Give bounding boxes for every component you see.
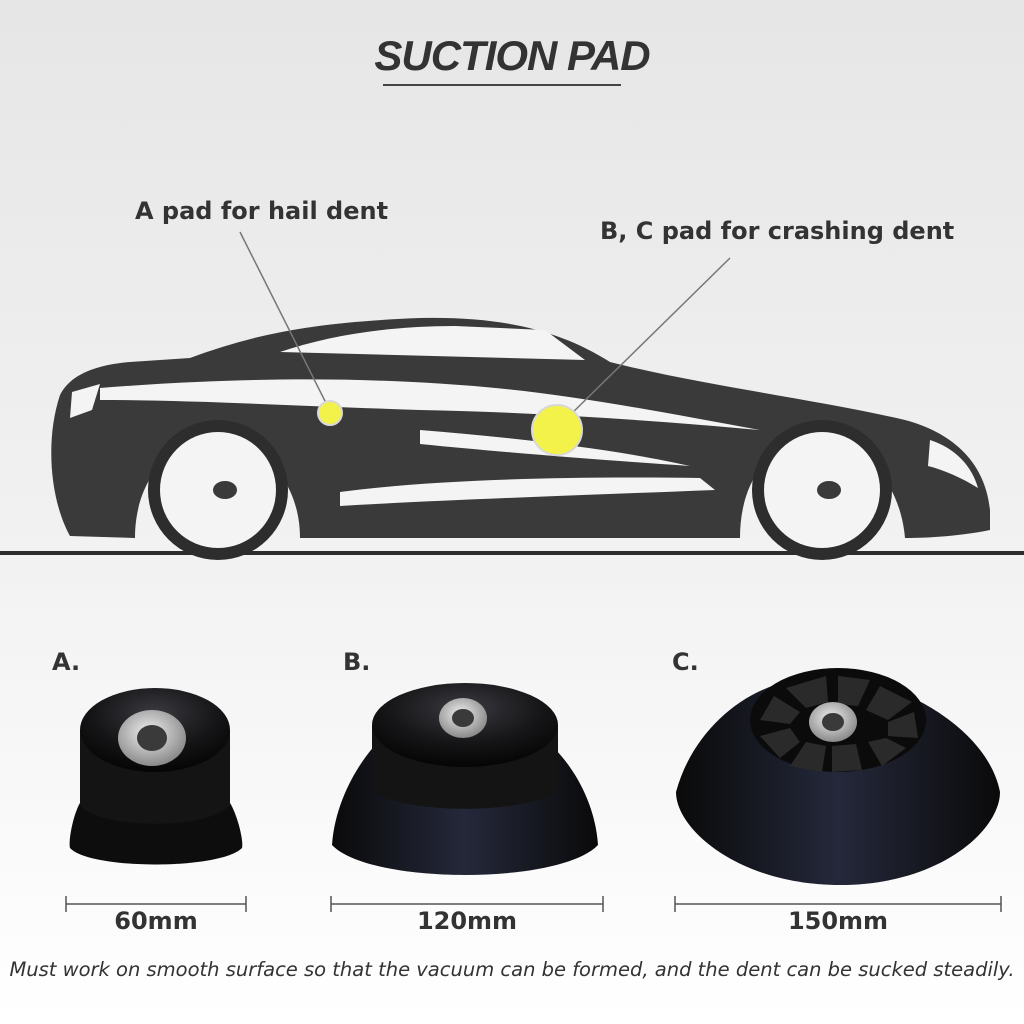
- dimension-bar-b: [330, 896, 604, 912]
- pad-a-suction-pad-icon: [69, 688, 243, 865]
- pad-c-suction-pad-icon: [676, 668, 1000, 885]
- pad-a-letter: A.: [52, 648, 81, 676]
- pad-c-letter: C.: [672, 648, 699, 676]
- pad-b-letter: B.: [343, 648, 371, 676]
- title-underline: [383, 84, 621, 86]
- usage-note: Must work on smooth surface so that the …: [9, 958, 1015, 981]
- dimension-bar-a: [65, 896, 247, 912]
- pad-b-size: 120mm: [416, 907, 518, 935]
- pad-b-suction-pad-icon: [332, 683, 598, 875]
- car-silhouette-icon: [51, 317, 991, 560]
- hail-dent-marker: [317, 400, 343, 426]
- callout-a-leader: [239, 231, 331, 412]
- pad-a-size: 60mm: [114, 907, 198, 935]
- callout-hail-dent: A pad for hail dent: [135, 197, 389, 225]
- pad-c-size: 150mm: [787, 907, 889, 935]
- crash-dent-marker: [531, 404, 583, 456]
- ground-line: [0, 551, 1024, 555]
- callout-bc-leader: [564, 257, 731, 421]
- callout-crashing-dent: B, C pad for crashing dent: [600, 217, 955, 245]
- page-title: SUCTION PAD: [374, 32, 650, 79]
- dimension-bar-c: [674, 896, 1002, 912]
